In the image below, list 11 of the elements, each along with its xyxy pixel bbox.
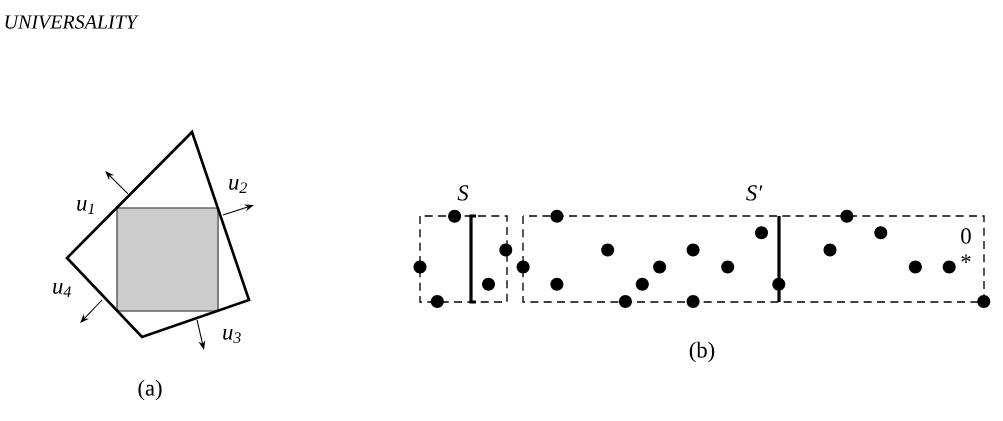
label: u$_{3}$	[223, 329, 241, 343]
label: u$_{2}$	[229, 179, 247, 193]
label: S′	[746, 185, 763, 201]
label: *	[961, 254, 971, 263]
label: UNIVERSALITY	[5, 15, 139, 29]
label: (a)	[138, 379, 162, 401]
label: (b)	[689, 341, 715, 363]
label: 0	[961, 228, 971, 244]
label: S	[457, 185, 469, 201]
label: u$_{4}$	[53, 283, 71, 297]
label: u$_{1}$	[77, 200, 94, 214]
